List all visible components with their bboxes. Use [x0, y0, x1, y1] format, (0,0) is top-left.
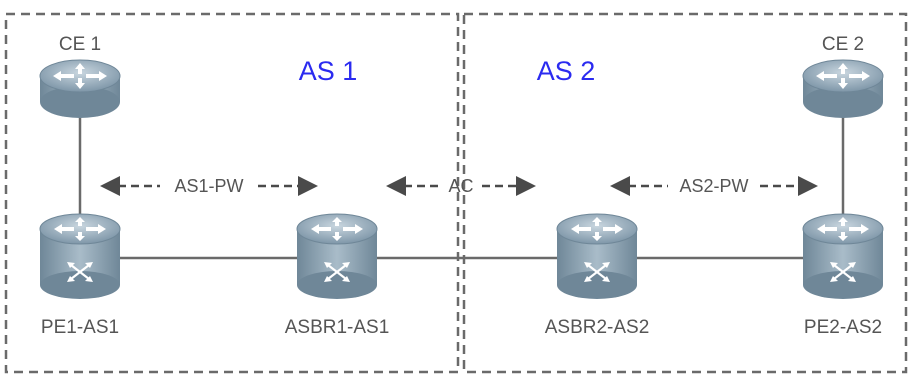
asbr2-label: ASBR2-AS2	[545, 317, 650, 338]
ce2-label: CE 2	[822, 34, 864, 55]
as1-pw-connector: AS1-PW	[100, 176, 318, 196]
ce1-label: CE 1	[59, 34, 101, 55]
ce2-device: CE 2	[802, 34, 884, 119]
pe1-device: PE1-AS1	[38, 212, 122, 338]
switching-router-icon	[801, 212, 885, 301]
asbr1-label: ASBR1-AS1	[285, 317, 390, 338]
router-icon	[39, 59, 121, 119]
pe1-label: PE1-AS1	[41, 317, 119, 338]
as2-boundary	[462, 12, 908, 374]
asbr2-device: ASBR2-AS2	[545, 212, 650, 338]
ac-connector: AC	[386, 176, 536, 196]
as2-label: AS 2	[537, 56, 596, 86]
pe2-label: PE2-AS2	[804, 317, 882, 338]
as2-pw-connector: AS2-PW	[610, 176, 818, 196]
ce1-device: CE 1	[39, 34, 121, 119]
switching-router-icon	[38, 212, 122, 301]
as2-pw-label: AS2-PW	[679, 176, 748, 196]
as1-boundary	[4, 12, 460, 374]
as1-label: AS 1	[299, 56, 358, 86]
switching-router-icon	[295, 212, 379, 301]
switching-router-icon	[555, 212, 639, 301]
ac-label: AC	[448, 176, 473, 196]
pe2-device: PE2-AS2	[801, 212, 885, 338]
as1-pw-label: AS1-PW	[174, 176, 243, 196]
asbr1-device: ASBR1-AS1	[285, 212, 390, 338]
router-icon	[802, 59, 884, 119]
